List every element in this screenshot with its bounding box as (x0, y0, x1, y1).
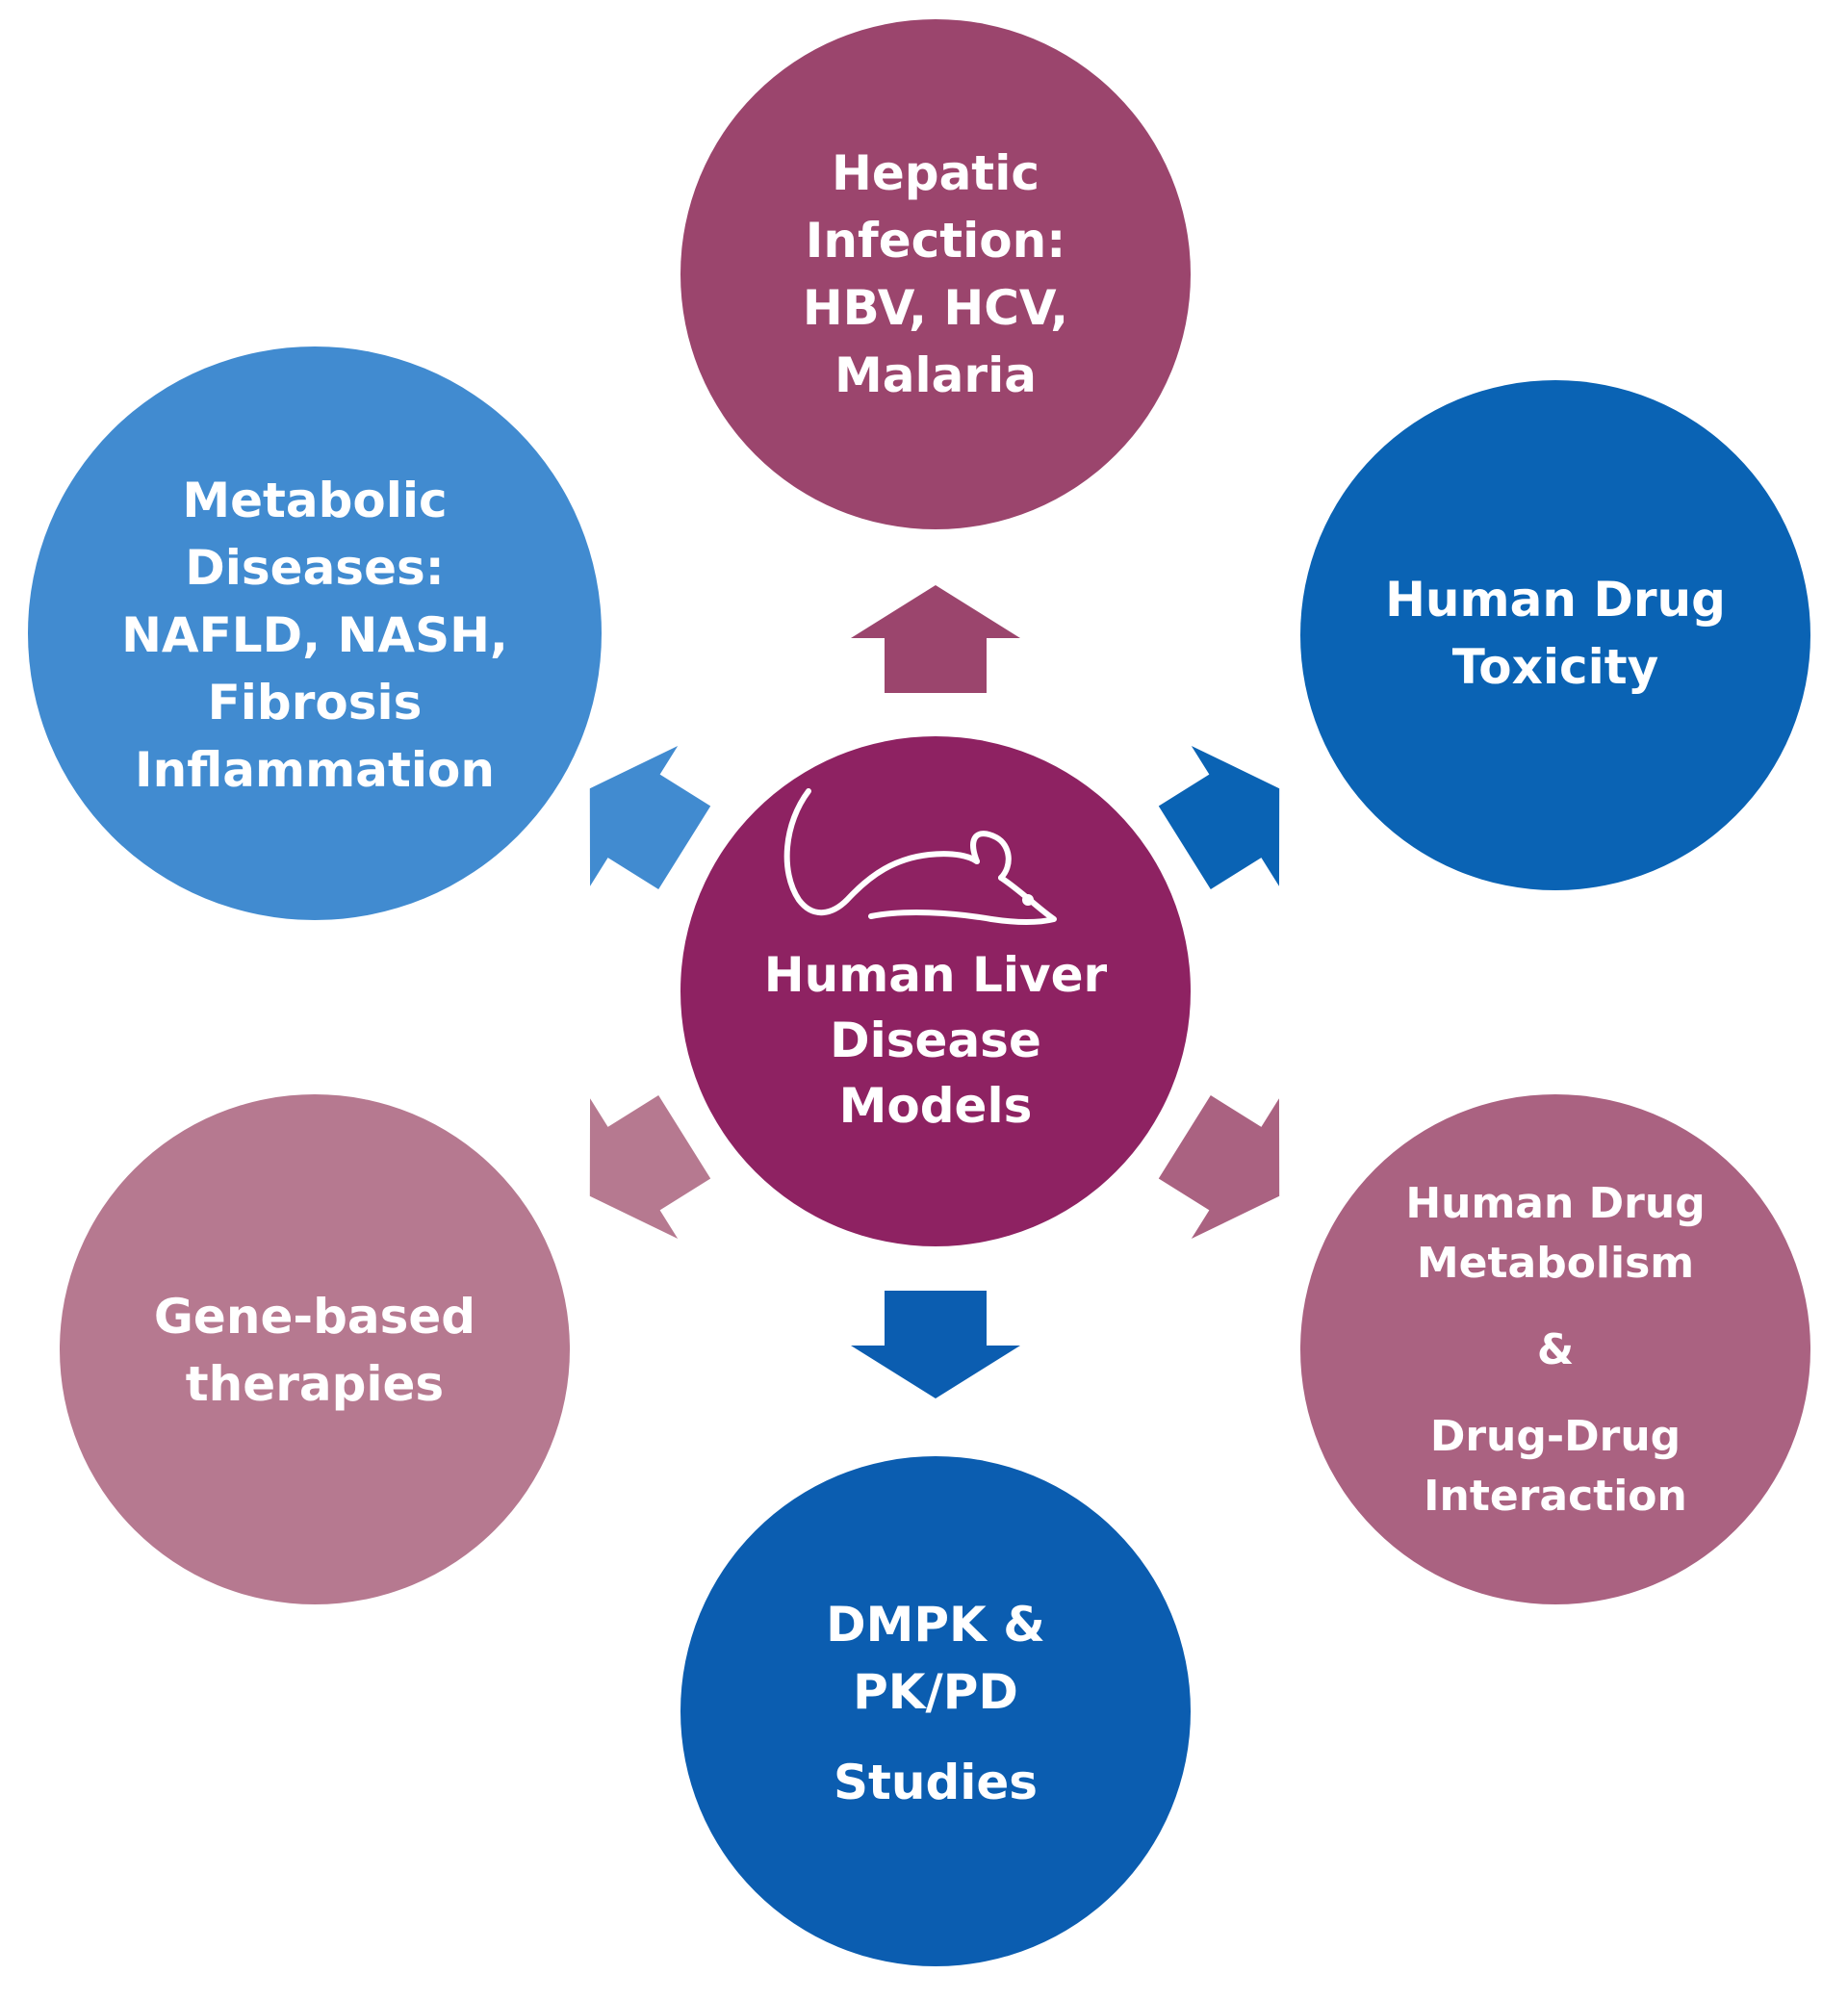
text-line: Drug-Drug (1430, 1412, 1681, 1461)
arrow-down-icon (851, 1291, 1020, 1398)
text-line: Metabolic (182, 473, 447, 528)
node-gene-based-therapies-text: Gene-based therapies (154, 1289, 475, 1412)
text-line: therapies (186, 1356, 444, 1412)
text-line: Interaction (1424, 1472, 1687, 1521)
text-line: HBV, HCV, (803, 280, 1068, 336)
text-line: Models (839, 1078, 1033, 1134)
text-line: Metabolism (1417, 1239, 1694, 1288)
mouse-icon (783, 788, 1057, 926)
text-line: Diseases: (185, 540, 444, 596)
text-line: DMPK & (826, 1597, 1045, 1653)
text-line: NAFLD, NASH, (121, 607, 508, 663)
text-line: & (1537, 1325, 1574, 1374)
arrow-up-icon (851, 585, 1020, 693)
text-line: Malaria (834, 347, 1037, 403)
text-line: Hepatic (832, 145, 1040, 201)
text-line: Toxicity (1452, 639, 1658, 695)
node-gene-based-therapies: Gene-based therapies (60, 1094, 570, 1604)
text-line: Inflammation (135, 742, 495, 798)
arrow-lower-right-icon (1158, 1095, 1280, 1240)
arrow-upper-right-icon (1158, 745, 1280, 889)
text-line: PK/PD (853, 1664, 1018, 1720)
text-line: Fibrosis (208, 675, 423, 731)
node-dmpk-pkpd-studies: DMPK & PK/PD Studies (680, 1456, 1191, 1966)
text-line: Disease (830, 1013, 1041, 1068)
node-dmpk-pkpd-studies-text: DMPK & PK/PD Studies (826, 1597, 1045, 1810)
text-line: Studies (834, 1755, 1038, 1810)
text-line: Human Liver (764, 947, 1108, 1003)
arrow-lower-left-icon (589, 1095, 711, 1240)
text-line: Human Drug (1405, 1179, 1705, 1228)
text-line: Infection: (806, 213, 1065, 269)
arrow-upper-left-icon (589, 745, 711, 889)
text-line: Human Drug (1385, 572, 1726, 628)
text-line: Gene-based (154, 1289, 475, 1345)
